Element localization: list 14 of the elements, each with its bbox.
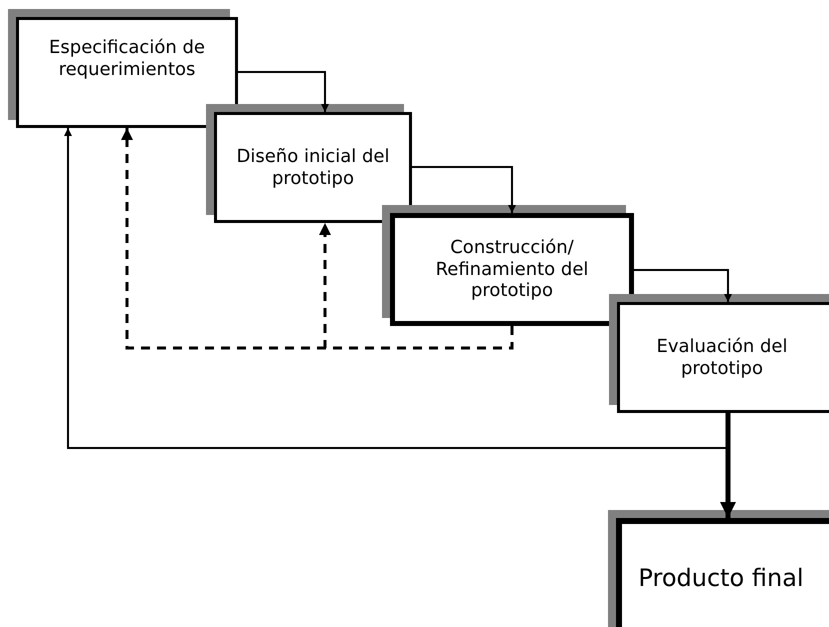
- process-box: [617, 302, 829, 413]
- arrow: [238, 71, 329, 112]
- box-label: Diseño inicial del prototipo: [235, 146, 391, 190]
- box-label: Construcción/ Refinamiento del prototipo: [434, 237, 590, 302]
- box-label: Evaluación del prototipo: [655, 336, 789, 380]
- process-box: [16, 17, 238, 128]
- dashed-arrow: [319, 223, 514, 350]
- process-box: [390, 213, 634, 326]
- arrow: [634, 269, 732, 302]
- box-label: Producto final: [638, 564, 804, 592]
- arrow: [412, 166, 516, 213]
- arrow: [720, 413, 736, 518]
- process-box: [214, 112, 412, 223]
- box-label: Especificación de requerimientos: [48, 36, 206, 80]
